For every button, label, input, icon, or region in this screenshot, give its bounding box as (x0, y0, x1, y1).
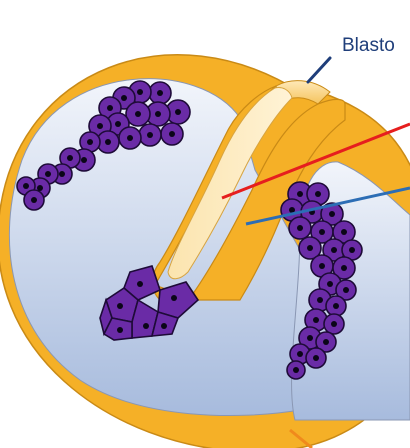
orange-leader-line (289, 428, 313, 448)
cell-cluster-lower-left (99, 265, 200, 341)
red-leader-line (221, 122, 410, 200)
blue-leader-line (245, 186, 410, 226)
archenteron-wall (151, 85, 346, 301)
blastopore-label: Blasto (342, 35, 395, 56)
blastopore-leader-line (306, 56, 332, 84)
archenteron-lumen (167, 87, 293, 280)
cell-nuclei-lower-left (117, 281, 177, 333)
cell-nuclei-upper-left (23, 89, 181, 203)
